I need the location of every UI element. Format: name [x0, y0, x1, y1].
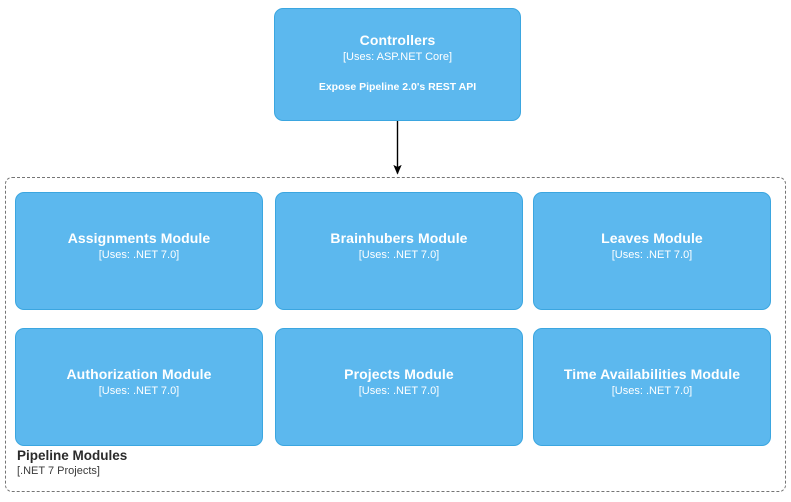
node-controllers[interactable]: Controllers [Uses: ASP.NET Core] Expose … [274, 8, 521, 121]
node-authorization-module-technology: [Uses: .NET 7.0] [98, 385, 180, 397]
node-controllers-technology: [Uses: ASP.NET Core] [342, 51, 453, 63]
node-assignments-module-technology: [Uses: .NET 7.0] [98, 249, 180, 261]
node-leaves-module-technology: [Uses: .NET 7.0] [611, 249, 693, 261]
node-projects-module-title: Projects Module [344, 366, 454, 382]
node-controllers-title: Controllers [359, 32, 436, 48]
node-assignments-module-title: Assignments Module [67, 230, 211, 246]
node-time-availabilities-module[interactable]: Time Availabilities Module [Uses: .NET 7… [533, 328, 771, 446]
node-authorization-module[interactable]: Authorization Module [Uses: .NET 7.0] [15, 328, 263, 446]
node-leaves-module-title: Leaves Module [601, 230, 703, 246]
container-pipeline-modules[interactable]: Pipeline Modules [.NET 7 Projects] [5, 177, 786, 492]
node-assignments-module[interactable]: Assignments Module [Uses: .NET 7.0] [15, 192, 263, 310]
node-time-availabilities-module-title: Time Availabilities Module [563, 366, 741, 382]
container-pipeline-modules-technology: [.NET 7 Projects] [17, 465, 100, 477]
node-controllers-description: Expose Pipeline 2.0's REST API [318, 81, 477, 93]
node-authorization-module-title: Authorization Module [66, 366, 212, 382]
container-pipeline-modules-label: Pipeline Modules [.NET 7 Projects] [17, 447, 127, 479]
node-projects-module-technology: [Uses: .NET 7.0] [358, 385, 440, 397]
node-projects-module[interactable]: Projects Module [Uses: .NET 7.0] [275, 328, 523, 446]
container-pipeline-modules-name: Pipeline Modules [17, 448, 128, 463]
node-leaves-module[interactable]: Leaves Module [Uses: .NET 7.0] [533, 192, 771, 310]
node-brainhubers-module[interactable]: Brainhubers Module [Uses: .NET 7.0] [275, 192, 523, 310]
node-brainhubers-module-title: Brainhubers Module [330, 230, 468, 246]
node-time-availabilities-module-technology: [Uses: .NET 7.0] [611, 385, 693, 397]
node-brainhubers-module-technology: [Uses: .NET 7.0] [358, 249, 440, 261]
